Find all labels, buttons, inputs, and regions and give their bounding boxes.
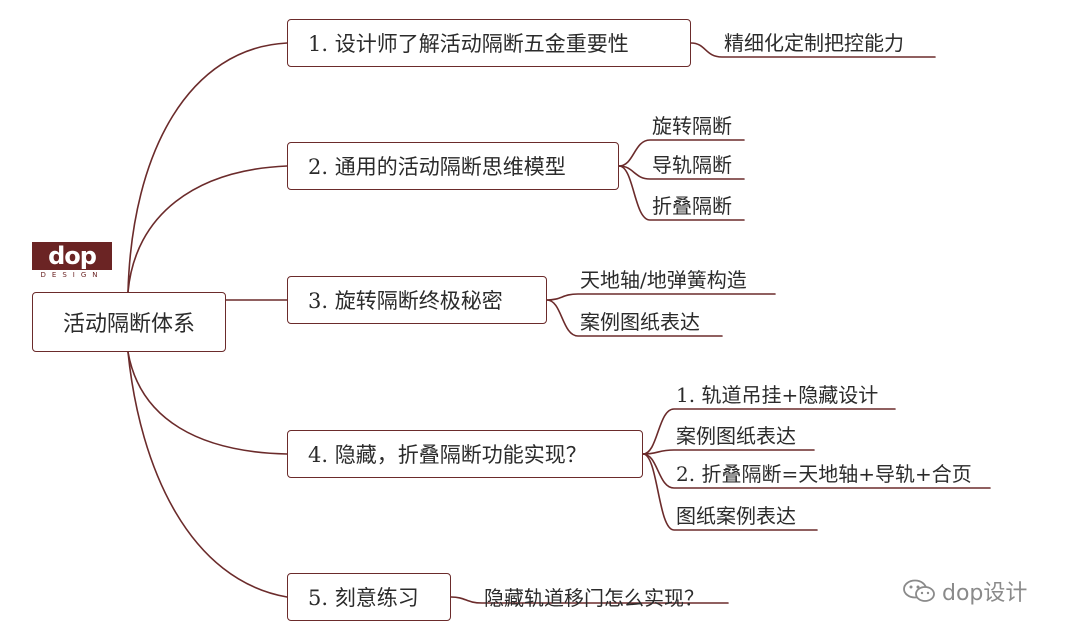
branch-label: 3. 旋转隔断终极秘密 bbox=[308, 289, 503, 313]
connector-line bbox=[618, 139, 745, 167]
leaf-node[interactable]: 案例图纸表达 bbox=[676, 424, 796, 448]
branch-label: 2. 通用的活动隔断思维模型 bbox=[308, 155, 566, 179]
connector-line bbox=[690, 42, 936, 58]
dop-design-logo: dop DESIGN bbox=[32, 242, 112, 282]
branch-node-5[interactable]: 5. 刻意练习 bbox=[287, 573, 451, 621]
connector-line bbox=[127, 351, 288, 598]
leaf-node[interactable]: 旋转隔断 bbox=[652, 114, 732, 138]
leaf-node[interactable]: 隐藏轨道移门怎么实现？ bbox=[484, 586, 704, 610]
connector-line bbox=[618, 165, 745, 221]
branch-label: 5. 刻意练习 bbox=[308, 586, 419, 610]
branch-node-4[interactable]: 4. 隐藏，折叠隔断功能实现？ bbox=[287, 430, 643, 478]
leaf-node[interactable]: 1. 轨道吊挂+隐藏设计 bbox=[676, 383, 879, 407]
branch-node-3[interactable]: 3. 旋转隔断终极秘密 bbox=[287, 276, 547, 324]
connector-line bbox=[642, 453, 991, 489]
leaf-node[interactable]: 2. 折叠隔断=天地轴+导轨+合页 bbox=[676, 462, 972, 486]
leaf-node[interactable]: 折叠隔断 bbox=[652, 194, 732, 218]
leaf-node[interactable]: 案例图纸表达 bbox=[580, 310, 700, 334]
branch-label: 4. 隐藏，折叠隔断功能实现？ bbox=[308, 443, 587, 467]
connector-line bbox=[618, 165, 745, 180]
mindmap-connectors bbox=[127, 42, 991, 604]
connector-line bbox=[127, 165, 288, 293]
connector-line bbox=[546, 293, 776, 301]
branch-node-2[interactable]: 2. 通用的活动隔断思维模型 bbox=[287, 142, 619, 190]
wechat-icon bbox=[903, 579, 935, 602]
leaf-node[interactable]: 导轨隔断 bbox=[652, 153, 732, 177]
watermark-text: dop设计 bbox=[942, 581, 1028, 606]
branch-label: 1. 设计师了解活动隔断五金重要性 bbox=[308, 32, 629, 56]
leaf-node[interactable]: 天地轴/地弹簧构造 bbox=[580, 268, 747, 292]
root-label: 活动隔断体系 bbox=[62, 312, 195, 337]
connector-line bbox=[642, 449, 815, 455]
connector-line bbox=[127, 351, 288, 455]
connector-line bbox=[450, 596, 729, 604]
branch-node-1[interactable]: 1. 设计师了解活动隔断五金重要性 bbox=[287, 19, 691, 67]
connector-line bbox=[642, 408, 896, 455]
connector-line bbox=[127, 42, 288, 293]
logo-wordmark: dop bbox=[32, 242, 112, 270]
connector-line bbox=[642, 453, 818, 531]
logo-subtitle: DESIGN bbox=[40, 271, 104, 279]
leaf-node[interactable]: 精细化定制把控能力 bbox=[724, 31, 904, 55]
connector-line bbox=[546, 299, 723, 337]
leaf-node[interactable]: 图纸案例表达 bbox=[676, 504, 796, 528]
root-node[interactable]: 活动隔断体系 bbox=[32, 292, 226, 352]
watermark: dop设计 bbox=[902, 576, 1027, 606]
